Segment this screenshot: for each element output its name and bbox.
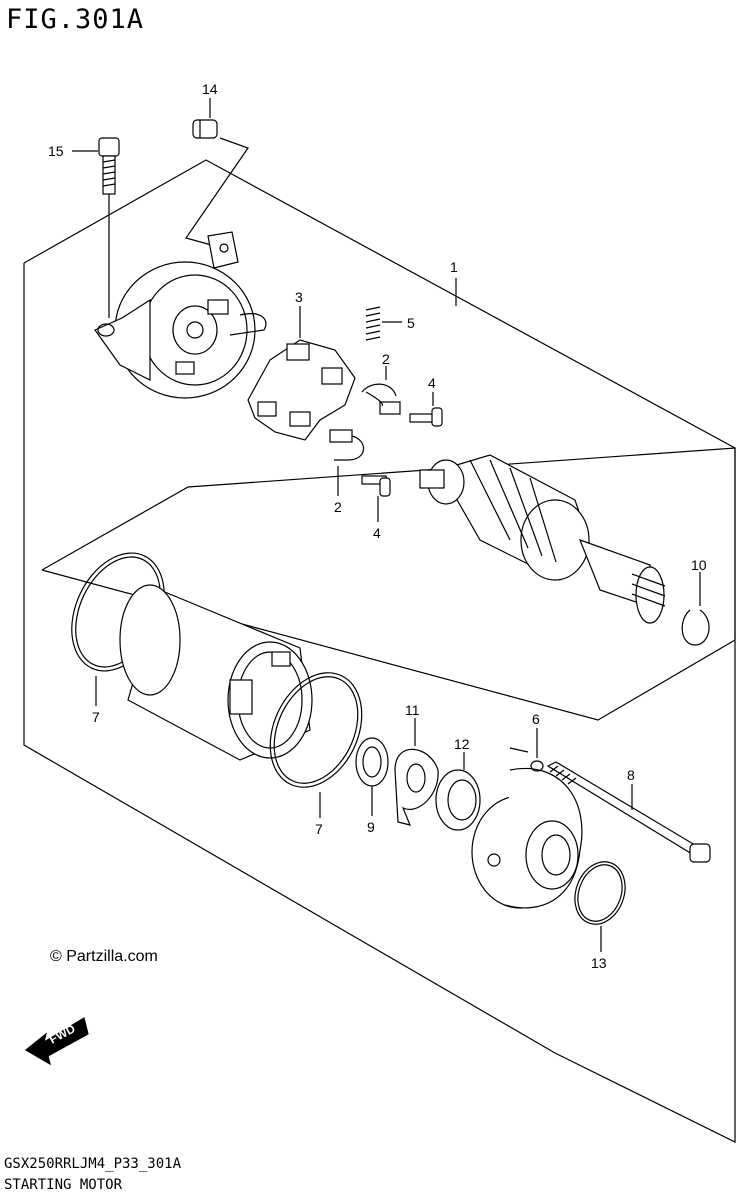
assembly-frame-outer [23, 159, 736, 1143]
screw-4-upper [409, 392, 443, 427]
o-ring-6 [530, 760, 544, 772]
brush-2-lower [329, 429, 365, 496]
footer-diagram-name: STARTING MOTOR [4, 1177, 123, 1193]
yoke [119, 584, 313, 761]
rear-housing [94, 231, 267, 399]
callout-3: 3 [295, 289, 303, 305]
callout-7-left: 7 [92, 709, 100, 725]
callout-6: 6 [532, 711, 540, 727]
callout-12: 12 [454, 736, 470, 752]
spring-5 [365, 306, 402, 341]
callout-2-upper: 2 [382, 351, 390, 367]
through-bolt-8 [546, 761, 711, 863]
brush-2-upper [361, 366, 401, 415]
washer-9 [355, 737, 389, 816]
fwd-arrow-icon: FWD [24, 1017, 89, 1066]
callout-13: 13 [591, 955, 607, 971]
oil-seal-12 [435, 752, 481, 831]
callout-4-lower: 4 [373, 525, 381, 541]
callout-5: 5 [407, 315, 415, 331]
circlip-10 [681, 572, 710, 646]
front-housing [471, 747, 583, 909]
copyright-text: © Partzilla.com [50, 948, 158, 965]
callout-10: 10 [691, 557, 707, 573]
figure-title: FIG.301A [6, 4, 145, 35]
armature [419, 454, 666, 624]
o-ring-7-right [269, 672, 363, 788]
callout-4-upper: 4 [428, 375, 436, 391]
callout-2-lower: 2 [334, 499, 342, 515]
callout-7-right: 7 [315, 821, 323, 837]
screw-4-lower [361, 475, 391, 522]
callout-1: 1 [450, 259, 458, 275]
o-ring-13 [574, 861, 626, 925]
leader-14-wire [185, 137, 249, 247]
callout-9: 9 [367, 819, 375, 835]
brush-holder-3 [247, 306, 356, 441]
nut-14 [192, 119, 218, 139]
bolt-15 [98, 137, 120, 318]
callout-8: 8 [627, 767, 635, 783]
assembly-frame-inner [41, 447, 736, 721]
lock-washer-11 [394, 718, 439, 826]
o-ring-7-right-inner [273, 676, 359, 784]
callout-15: 15 [48, 143, 64, 159]
footer-diagram-code: GSX250RRLJM4_P33_301A [4, 1156, 182, 1172]
callout-11: 11 [405, 702, 420, 718]
o-ring-13-inner [577, 864, 623, 922]
callout-14: 14 [202, 81, 218, 97]
